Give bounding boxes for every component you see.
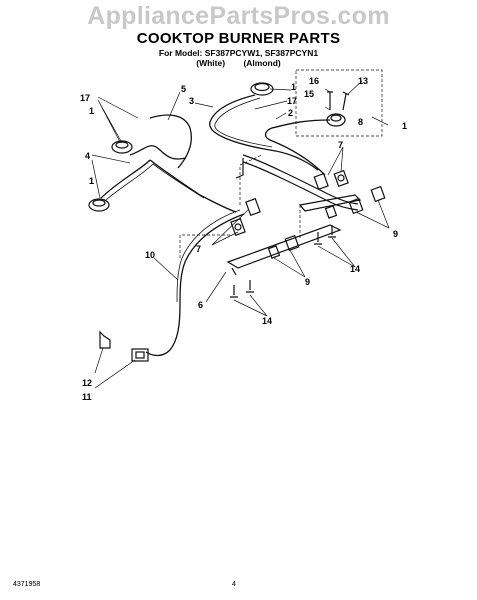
- callout-1-inset: 1: [402, 121, 407, 131]
- inset-box: [295, 69, 383, 137]
- burner-head-top: [250, 82, 274, 96]
- callout-3: 3: [189, 96, 194, 106]
- callout-6: 6: [198, 300, 203, 310]
- page-title: COOKTOP BURNER PARTS: [136, 30, 341, 47]
- inset-screw-13: [342, 91, 350, 111]
- callout-13: 13: [358, 76, 368, 86]
- watermark-text: AppliancePartsPros.com: [87, 2, 390, 30]
- manifold-bracket: [235, 158, 244, 179]
- valve-sockets-right: [324, 185, 386, 219]
- burner-head-left-upper: [111, 140, 133, 154]
- callout-10: 10: [145, 250, 155, 260]
- document-code: 4371958: [13, 581, 41, 588]
- valve-sockets-center: [267, 234, 300, 259]
- switch-bracket: [99, 330, 111, 349]
- front-rail: [226, 224, 342, 276]
- valve-right: [313, 169, 349, 191]
- callout-17-left: 17: [80, 93, 90, 103]
- callout-7-right: 7: [338, 140, 343, 150]
- callout-14-right: 14: [350, 264, 360, 274]
- callout-1-top: 1: [291, 82, 296, 92]
- callout-9-right: 9: [393, 229, 398, 239]
- callout-7-center: 7: [196, 244, 201, 254]
- color-variants: (White) (Almond): [0, 58, 477, 68]
- inset-screw-16: [327, 91, 333, 110]
- callout-12: 12: [82, 378, 92, 388]
- igniter-harness-inset: [264, 119, 331, 176]
- page-number: 4: [232, 581, 236, 588]
- callout-11: 11: [82, 392, 92, 402]
- callout-4: 4: [85, 151, 90, 161]
- front-rail-long: [298, 194, 362, 212]
- callout-15: 15: [304, 89, 314, 99]
- leader-lines: [91, 80, 390, 389]
- mounting-screws: [230, 225, 336, 298]
- callout-2: 2: [288, 108, 293, 118]
- igniter-harness-left: [100, 145, 237, 213]
- gas-supply-line: [145, 213, 245, 357]
- color-white-label: (White): [196, 58, 226, 68]
- burner-head-left-lower: [88, 198, 110, 212]
- color-almond-label: (Almond): [243, 58, 281, 68]
- reference-lines: [179, 154, 301, 260]
- callout-16: 16: [309, 76, 319, 86]
- callout-9-center: 9: [305, 277, 310, 287]
- igniter-harness-5: [149, 114, 192, 169]
- igniter-harness-left-2: [105, 163, 205, 201]
- igniter-switch: [131, 348, 149, 362]
- model-numbers: For Model: SF387PCYW1, SF387PCYN1: [158, 48, 319, 58]
- igniter-harness-top: [209, 94, 319, 171]
- gas-manifold-tube: [242, 154, 359, 211]
- gas-supply-line-inner: [176, 209, 241, 303]
- callout-1-left-upper: 1: [89, 106, 94, 116]
- callout-17-top: 17: [287, 96, 297, 106]
- callout-8: 8: [358, 117, 363, 127]
- callout-1-left-lower: 1: [89, 176, 94, 186]
- igniter-harness-top-2: [214, 97, 273, 148]
- callout-14-bottom: 14: [262, 316, 272, 326]
- valve-center: [230, 197, 261, 237]
- callout-5: 5: [181, 84, 186, 94]
